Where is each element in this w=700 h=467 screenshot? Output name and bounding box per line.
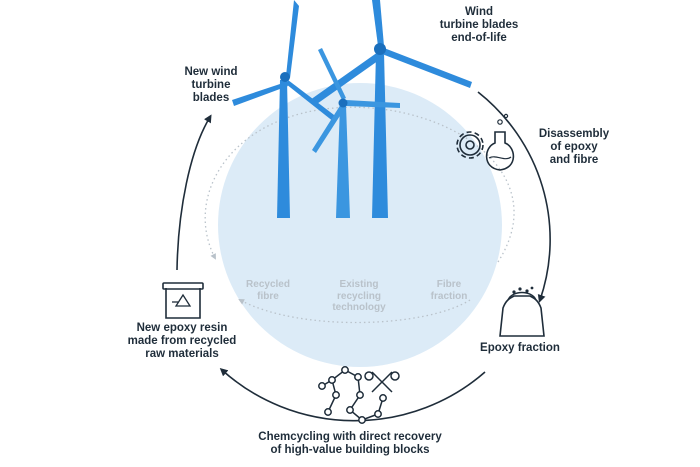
scissors-icon	[364, 371, 400, 393]
flask-icon	[485, 113, 515, 171]
label-disassembly: Disassembly of epoxy and fibre	[538, 128, 610, 166]
existing-loop-bottom	[238, 299, 471, 324]
label-new-resin: New epoxy resin made from recycled raw m…	[127, 322, 237, 360]
label-existing-technology: Existing recycling technology	[332, 279, 386, 313]
label-chemcycling: Chemcycling with direct recovery of high…	[258, 431, 442, 456]
label-epoxy-fraction: Epoxy fraction	[480, 342, 560, 354]
cycle-arrow-new-resin	[176, 114, 212, 271]
label-end-of-life: Wind turbine blades end-of-life	[439, 6, 519, 44]
background-disc	[218, 83, 502, 367]
wind-turbines-icon	[232, 0, 472, 218]
label-recycled-fibre: Recycled fibre	[246, 279, 290, 302]
cycle-arrow-chemcycling	[219, 367, 486, 422]
cycle-arrow-end-of-life	[477, 91, 551, 303]
label-new-blades: New wind turbine blades	[184, 66, 238, 104]
label-fibre-fraction: Fibre fraction	[430, 279, 468, 302]
gear-icon	[456, 131, 484, 159]
molecule-icon	[318, 366, 387, 424]
sack-icon	[499, 286, 545, 337]
recycling-bucket-icon	[162, 282, 204, 319]
